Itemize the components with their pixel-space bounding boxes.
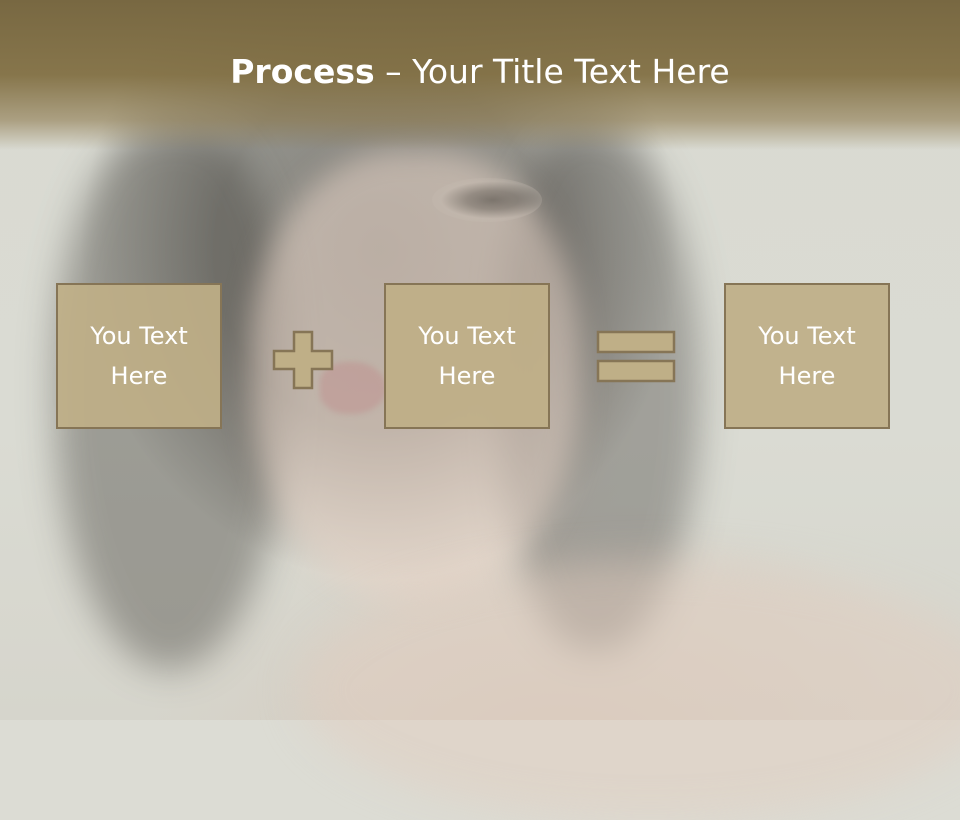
slide-title: Process – Your Title Text Here	[0, 52, 960, 91]
equals-icon	[596, 330, 676, 383]
process-box-2[interactable]: You Text Here	[384, 283, 550, 429]
title-rest: – Your Title Text Here	[374, 52, 730, 91]
title-banner	[0, 0, 960, 150]
photo-lips	[320, 362, 386, 414]
photo-shoulder	[300, 560, 960, 820]
process-box-1[interactable]: You Text Here	[56, 283, 222, 429]
process-box-3[interactable]: You Text Here	[724, 283, 890, 429]
process-box-2-text: You Text Here	[418, 322, 516, 390]
process-box-1-text: You Text Here	[90, 322, 188, 390]
photo-eye	[432, 178, 542, 222]
process-box-3-text: You Text Here	[758, 322, 856, 390]
plus-icon	[272, 330, 334, 390]
title-bold: Process	[230, 52, 375, 91]
